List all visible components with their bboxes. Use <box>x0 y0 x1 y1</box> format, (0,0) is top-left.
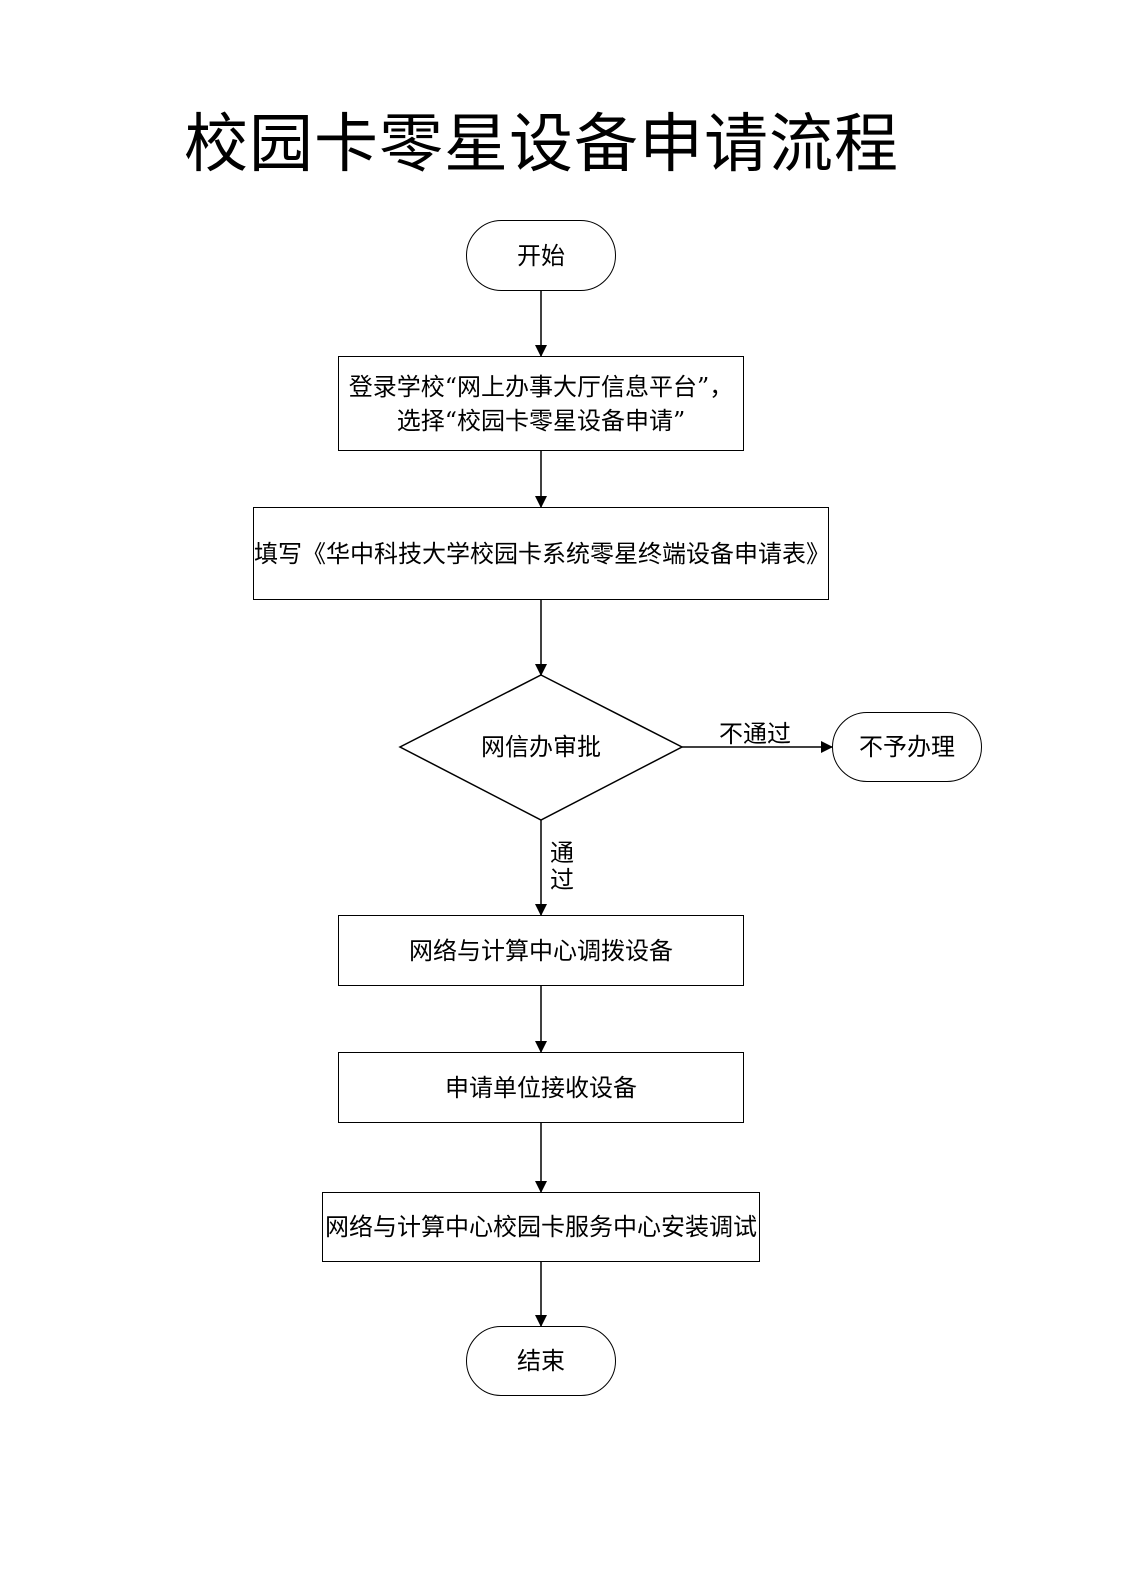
login-step-line1: 登录学校“网上办事大厅信息平台”， <box>348 372 734 401</box>
login-step-line2: 选择“校园卡零星设备申请” <box>396 406 686 435</box>
receive-label: 申请单位接收设备 <box>445 1073 637 1102</box>
fill-form-step: 填写《华中科技大学校园卡系统零星终端设备申请表》 <box>253 507 830 600</box>
start-node: 开始 <box>466 220 616 291</box>
receive-step: 申请单位接收设备 <box>338 1052 744 1123</box>
install-step: 网络与计算中心校园卡服务中心安装调试 <box>322 1192 760 1262</box>
fail-label: 不通过 <box>719 720 791 748</box>
page-title: 校园卡零星设备申请流程 <box>184 108 899 182</box>
end-node: 结束 <box>466 1326 616 1396</box>
pass-label-1: 通 <box>550 839 574 867</box>
pass-label-2: 过 <box>550 866 574 894</box>
fill-form-label: 填写《华中科技大学校园卡系统零星终端设备申请表》 <box>254 539 830 568</box>
reject-node: 不予办理 <box>832 712 982 782</box>
start-label: 开始 <box>517 241 565 270</box>
reject-label: 不予办理 <box>859 733 955 761</box>
end-label: 结束 <box>517 1347 565 1375</box>
approval-label: 网信办审批 <box>481 733 601 761</box>
login-step: 登录学校“网上办事大厅信息平台”， 选择“校园卡零星设备申请” <box>338 356 744 451</box>
allocate-step: 网络与计算中心调拨设备 <box>338 915 744 986</box>
install-label: 网络与计算中心校园卡服务中心安装调试 <box>325 1213 757 1241</box>
allocate-label: 网络与计算中心调拨设备 <box>409 936 673 965</box>
